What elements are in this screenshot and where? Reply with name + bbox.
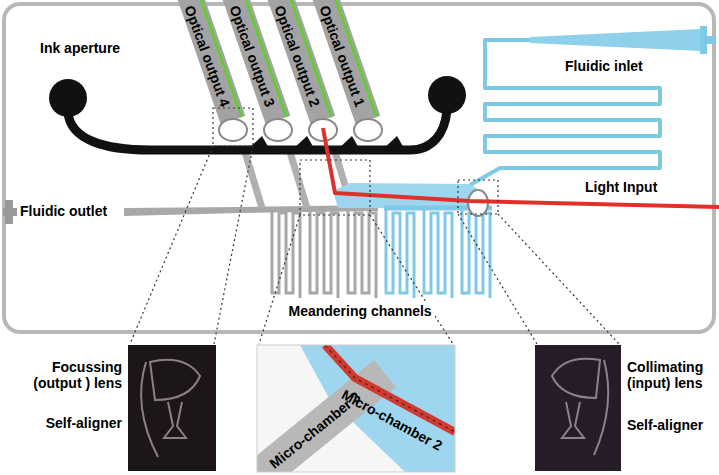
input-lens-photo — [535, 345, 621, 471]
inset-panel: Micro-chamber 3Micro-chamber 2 — [257, 345, 455, 472]
callout-label: Focussing (output ) lens — [14, 359, 122, 391]
outlet-channels — [3, 152, 378, 298]
light-path — [323, 128, 719, 207]
callout-label: Micro-chamber 2 — [339, 386, 445, 453]
micro-chamber-photo — [257, 345, 455, 472]
zoom-leaders — [130, 108, 619, 344]
part-label: Fluidic outlet — [20, 203, 107, 219]
inlet-channels — [333, 26, 716, 298]
callout-label: Self-aligner — [14, 415, 122, 431]
chip-outline — [4, 4, 714, 332]
part-label: Light Input — [585, 179, 657, 195]
callout-label: Collimating (input) lens — [627, 359, 713, 391]
inset-frame — [257, 345, 455, 472]
output-lens-photo — [128, 345, 216, 471]
callout-label: Self-aligner — [627, 417, 713, 433]
part-label: Meandering channels — [286, 303, 435, 319]
part-label: Fluidic inlet — [565, 58, 643, 74]
inset-panel: Focussing (output ) lensSelf-aligner — [128, 345, 216, 471]
inset-panel: Collimating (input) lensSelf-aligner — [535, 345, 621, 471]
part-label: Ink aperture — [40, 40, 120, 56]
